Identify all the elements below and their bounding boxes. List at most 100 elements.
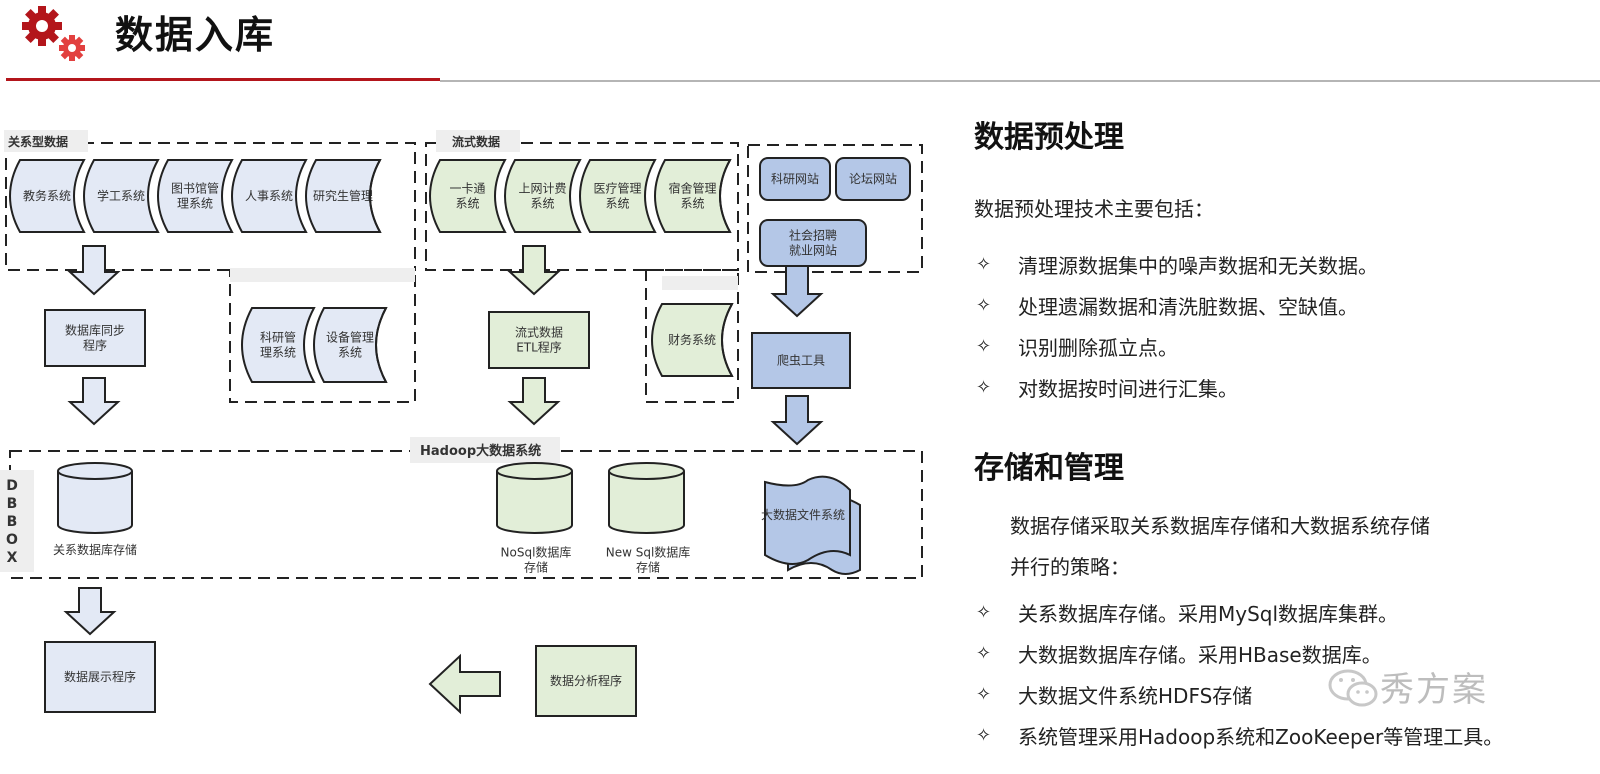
preprocess-heading: 数据预处理	[974, 120, 1124, 155]
process-display: 数据展示程序	[44, 641, 156, 713]
dbbox-letter: X	[7, 550, 18, 566]
stream-group-frame	[425, 142, 739, 271]
stream-group-label: 流式数据	[452, 134, 500, 149]
arrow-down-icon	[63, 587, 117, 636]
newsql-store: New Sql数据库存储	[606, 462, 691, 575]
dbbox-letter: O	[6, 532, 18, 548]
dfs-store-label: 大数据文件系统	[761, 507, 845, 522]
storage-item-text: 大数据文件系统HDFS存储	[1018, 684, 1253, 708]
relational-extra-system-1-label: 设备管理系统	[326, 330, 374, 360]
storage-intro-line1: 数据存储采取关系数据库存储和大数据系统存储	[1010, 514, 1430, 538]
storage-item: ✧大数据数据库存储。采用HBase数据库。	[976, 633, 1503, 674]
relational-system-1: 学工系统	[83, 159, 160, 233]
arrow-down-icon	[507, 245, 561, 296]
page-title: 数据入库	[115, 13, 276, 57]
web-site-2-label: 社会招聘就业网站	[789, 228, 837, 258]
stream-system-0-label: 一卡通系统	[449, 182, 485, 211]
nosql-store: NoSql数据库存储	[496, 462, 573, 575]
preprocess-item-text: 对数据按时间进行汇集。	[1018, 377, 1238, 401]
diamond-bullet-icon: ✧	[976, 336, 992, 357]
process-crawler: 爬虫工具	[751, 332, 851, 389]
hadoop-group-frame	[9, 450, 923, 579]
stream-extra-system-0-label: 财务系统	[668, 332, 716, 347]
diamond-bullet-icon: ✧	[976, 725, 992, 746]
process-db_sync: 数据库同步程序	[44, 309, 146, 367]
preprocess-item: ✧ 识别删除孤立点。	[976, 326, 1378, 367]
storage-item-text: 系统管理采用Hadoop系统和ZooKeeper等管理工具。	[1018, 725, 1504, 749]
relational-system-2-label: 图书馆管理系统	[171, 181, 219, 211]
stream-extra-label-bg	[662, 276, 738, 290]
process-analysis: 数据分析程序	[535, 645, 637, 717]
process-db_sync-label: 数据库同步程序	[65, 323, 125, 353]
preprocess-item-text: 清理源数据集中的噪声数据和无关数据。	[1018, 254, 1378, 278]
preprocess-item: ✧ 对数据按时间进行汇集。	[976, 367, 1378, 408]
preprocess-item-text: 处理遗漏数据和清洗脏数据、空缺值。	[1018, 295, 1358, 319]
diamond-bullet-icon: ✧	[976, 602, 992, 623]
preprocess-intro: 数据预处理技术主要包括：	[974, 197, 1214, 221]
storage-item-text: 关系数据库存储。采用MySql数据库集群。	[1018, 602, 1399, 626]
relational-system-0: 教务系统	[9, 159, 86, 233]
preprocess-item: ✧ 处理遗漏数据和清洗脏数据、空缺值。	[976, 285, 1378, 326]
stream-system-0: 一卡通系统	[429, 159, 507, 233]
title-rule-accent	[6, 78, 440, 81]
stream-system-1: 上网计费系统	[504, 159, 582, 233]
process-crawler-label: 爬虫工具	[777, 354, 825, 368]
relational-extra-system-0: 科研管理系统	[241, 307, 316, 383]
stream-system-3: 宿舍管理系统	[654, 159, 732, 233]
web-site-1: 论坛网站	[835, 157, 911, 201]
diamond-bullet-icon: ✧	[976, 643, 992, 664]
diamond-bullet-icon: ✧	[976, 377, 992, 398]
storage-heading: 存储和管理	[974, 451, 1124, 486]
stream-system-2: 医疗管理系统	[579, 159, 657, 233]
watermark-text: 秀方案	[1380, 670, 1488, 710]
web-site-0-label: 科研网站	[771, 172, 819, 186]
storage-item: ✧ 大数据文件系统HDFS存储	[976, 674, 1503, 715]
diamond-bullet-icon: ✧	[976, 254, 992, 275]
arrow-down-icon	[67, 377, 121, 426]
diamond-bullet-icon: ✧	[976, 684, 992, 705]
preprocess-item-text: 识别删除孤立点。	[1018, 336, 1178, 360]
storage-intro-line2: 并行的策略：	[1010, 555, 1130, 579]
relational-system-2: 图书馆管理系统	[157, 159, 234, 233]
relational-store-label: 关系数据库存储	[53, 542, 137, 557]
preprocess-item: ✧ 清理源数据集中的噪声数据和无关数据。	[976, 244, 1378, 285]
arrow-down-icon	[770, 265, 824, 318]
stream-extra-system-0: 财务系统	[651, 303, 734, 377]
web-group-frame	[747, 144, 923, 273]
relational-system-1-label: 学工系统	[97, 188, 145, 203]
storage-list: ✧ 关系数据库存储。采用MySql数据库集群。 ✧大数据数据库存储。采用HBase数…	[976, 592, 1503, 756]
dfs-store: 大数据文件系统	[761, 475, 861, 575]
architecture-diagram: .dash{fill:none;stroke:#222;stroke-width…	[0, 130, 923, 717]
stream-system-3-label: 宿舍管理系统	[668, 181, 716, 211]
relational-system-4: 研究生管理	[305, 159, 382, 233]
preprocess-list: ✧ 清理源数据集中的噪声数据和无关数据。 ✧ 处理遗漏数据和清洗脏数据、空缺值。 ✧ 识别…	[976, 244, 1378, 408]
relational-group-label: 关系型数据	[8, 134, 68, 149]
diamond-bullet-icon: ✧	[976, 295, 992, 316]
dbbox-letter: B	[7, 514, 18, 530]
newsql-store-label: New Sql数据库存储	[606, 545, 691, 575]
stream-system-1-label: 上网计费系统	[518, 182, 566, 211]
hadoop-group-label: Hadoop大数据系统	[420, 443, 541, 459]
storage-item: ✧ 系统管理采用Hadoop系统和ZooKeeper等管理工具。	[976, 715, 1503, 756]
relational-system-3: 人事系统	[231, 159, 308, 233]
relational-system-0-label: 教务系统	[23, 188, 71, 203]
process-display-label: 数据展示程序	[64, 669, 136, 684]
wechat-icon	[1328, 669, 1378, 707]
relational-extra-system-0-label: 科研管理系统	[260, 330, 296, 360]
nosql-store-label: NoSql数据库存储	[501, 545, 572, 575]
relational-system-3-label: 人事系统	[245, 189, 293, 203]
dbbox-letter: D	[6, 478, 18, 494]
web-site-0: 科研网站	[759, 157, 831, 201]
relational-extra-label-bg	[230, 268, 415, 282]
process-analysis-label: 数据分析程序	[550, 673, 622, 688]
gears-icon	[22, 6, 85, 61]
stream-extra-frame	[645, 269, 739, 403]
relational-store: 关系数据库存储	[53, 462, 137, 557]
storage-item: ✧ 关系数据库存储。采用MySql数据库集群。	[976, 592, 1503, 633]
arrow-down-icon	[507, 377, 561, 426]
dbbox-letter: B	[7, 496, 18, 512]
arrow-left-icon	[428, 653, 501, 715]
